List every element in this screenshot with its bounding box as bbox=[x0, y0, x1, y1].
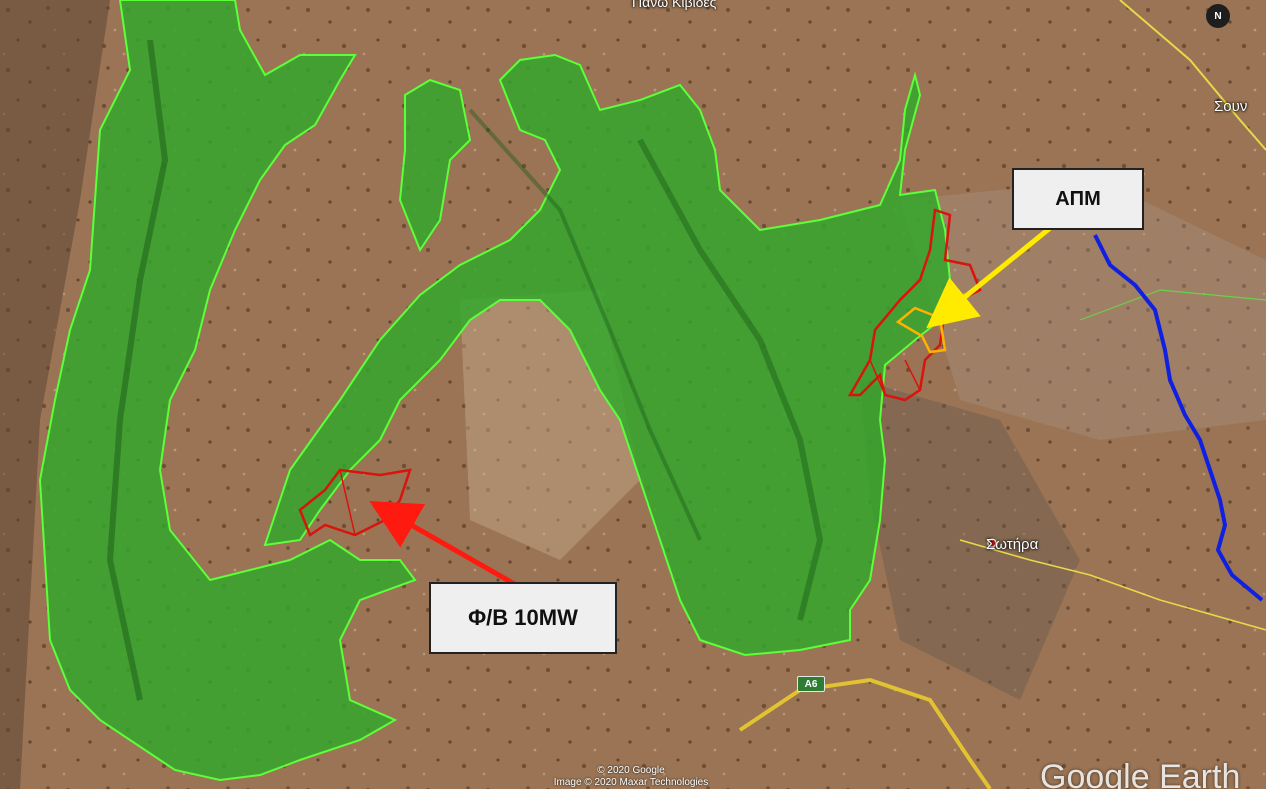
arrow-pv bbox=[369, 501, 520, 589]
pv-parcel-outline[interactable] bbox=[298, 468, 412, 537]
protected-area-east[interactable] bbox=[263, 53, 952, 657]
protected-area-northwest[interactable] bbox=[398, 78, 472, 253]
callout-pv-park: Φ/Β 10MW bbox=[429, 582, 617, 654]
village-area bbox=[900, 180, 1266, 440]
canyon-shading bbox=[860, 380, 1080, 700]
substation-site-outline[interactable] bbox=[895, 306, 947, 354]
road-line bbox=[1119, 0, 1266, 151]
canyon-line bbox=[468, 108, 702, 541]
canyon-line bbox=[106, 39, 169, 701]
arrow-substation bbox=[926, 218, 1062, 329]
road-line bbox=[959, 539, 1266, 631]
road-line bbox=[1079, 289, 1266, 321]
substation-parcel-outline[interactable] bbox=[847, 208, 982, 402]
callout-substation: ΑΠΜ bbox=[1012, 168, 1144, 230]
canyon-shading bbox=[0, 0, 110, 789]
place-label-souni: Σουν bbox=[1214, 98, 1248, 115]
attribution-line: Image © 2020 Maxar Technologies bbox=[553, 777, 709, 788]
attribution: © 2020 Google Image © 2020 Maxar Technol… bbox=[551, 765, 711, 789]
place-label-top: Πάνω Κιβίδες bbox=[632, 0, 717, 10]
substation-parcel-outline[interactable] bbox=[869, 359, 921, 396]
pv-parcel-outline[interactable] bbox=[339, 469, 356, 536]
highway-a6 bbox=[738, 677, 992, 789]
place-pin-icon[interactable] bbox=[987, 538, 997, 548]
river-line bbox=[1093, 234, 1264, 602]
attribution-line: © 2020 Google bbox=[597, 765, 665, 776]
brand-logo: Google Earth bbox=[1040, 758, 1241, 789]
compass-icon[interactable]: N bbox=[1206, 4, 1230, 28]
place-label-soteira: Σωτήρα bbox=[986, 536, 1039, 553]
protected-area-west[interactable] bbox=[38, 0, 417, 782]
road-shield-icon: A6 bbox=[797, 676, 825, 692]
canyon-line bbox=[637, 138, 824, 621]
